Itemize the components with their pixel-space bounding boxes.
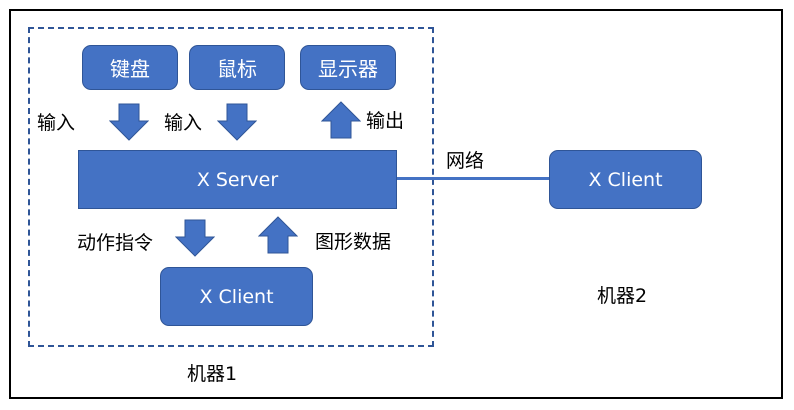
machine1-label: 机器1 (187, 363, 238, 385)
display-box: 显示器 (300, 45, 396, 90)
mouse-input-label: 输入 (164, 112, 203, 134)
network-label: 网络 (446, 150, 485, 172)
machine1-x-client-label: X Client (199, 285, 274, 308)
machine2-x-client-label: X Client (588, 168, 663, 191)
machine2-x-client-box: X Client (549, 150, 702, 209)
display-output-label: 输出 (366, 110, 405, 132)
network-line (397, 177, 550, 180)
keyboard-box: 键盘 (82, 45, 178, 90)
machine1-x-client-box: X Client (160, 267, 313, 326)
down-arrow-icon (175, 219, 215, 257)
keyboard-label: 键盘 (110, 57, 150, 81)
down-arrow-icon (109, 103, 149, 141)
graphic-data-label: 图形数据 (315, 231, 392, 253)
mouse-box: 鼠标 (189, 45, 285, 90)
machine2-label: 机器2 (597, 285, 648, 307)
diagram-frame (9, 9, 783, 399)
x-server-box: X Server (78, 150, 397, 209)
display-label: 显示器 (318, 57, 378, 81)
action-command-label: 动作指令 (77, 232, 154, 254)
up-arrow-icon (321, 101, 361, 139)
keyboard-input-label: 输入 (37, 112, 76, 134)
down-arrow-icon (217, 103, 257, 141)
mouse-label: 鼠标 (217, 57, 257, 81)
up-arrow-icon (258, 216, 298, 254)
machine1-boundary (28, 27, 434, 347)
x-server-label: X Server (196, 168, 279, 191)
